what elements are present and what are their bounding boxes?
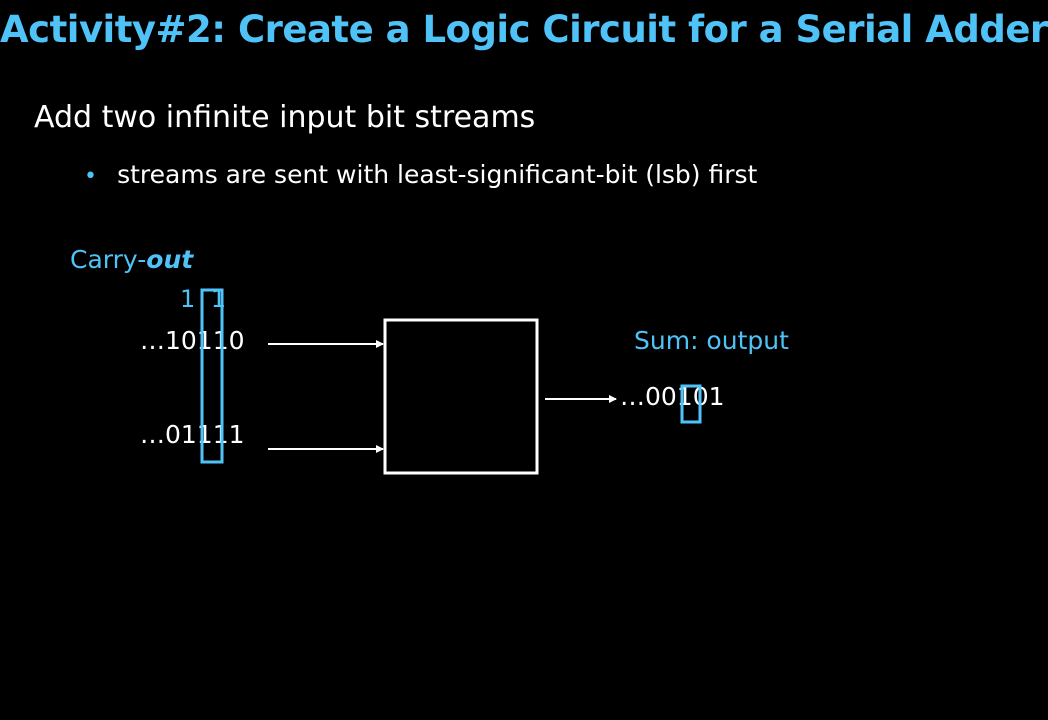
adder-box bbox=[383, 318, 539, 475]
bullet-sub-text: streams are sent with least-significant-… bbox=[117, 160, 758, 189]
carry-label-emph: out bbox=[146, 245, 194, 274]
bullet-main: Add two infinite input bit streams bbox=[34, 100, 536, 135]
slide-title: Activity#2: Create a Logic Circuit for a… bbox=[0, 8, 1048, 51]
carry-out-label: Carry-out bbox=[70, 245, 193, 274]
input-stream-a: …10110 bbox=[140, 326, 245, 355]
adder-diagram bbox=[200, 288, 702, 475]
sum-output-label: Sum: output bbox=[634, 326, 789, 355]
sum-output-stream: …00101 bbox=[620, 382, 725, 411]
sum-highlight-box bbox=[680, 384, 702, 424]
carry-highlight-box bbox=[200, 288, 224, 464]
carry-label-prefix: Carry- bbox=[70, 245, 147, 274]
bullet-sub: • streams are sent with least-significan… bbox=[84, 160, 757, 189]
input-stream-b: …01111 bbox=[140, 420, 245, 449]
bullet-dot-icon: • bbox=[84, 164, 97, 189]
